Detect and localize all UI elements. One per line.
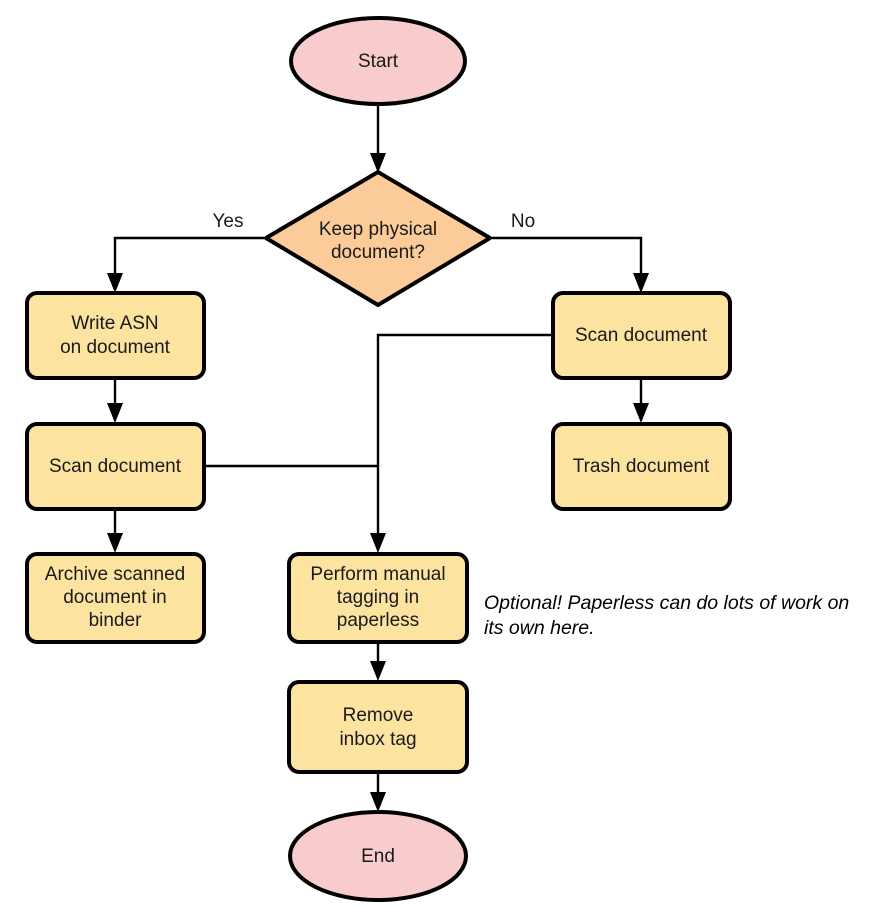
- decision-diamond[interactable]: [264, 170, 492, 307]
- node-trash-document-label: Trash document: [573, 456, 710, 477]
- edge-line: [492, 236, 643, 282]
- note-line2: its own here.: [484, 617, 595, 639]
- node-tagging-label-line1: Perform manual: [310, 564, 445, 585]
- node-start-label: Start: [358, 51, 399, 72]
- archive-box[interactable]: [25, 552, 206, 644]
- trash-document-box[interactable]: [551, 422, 732, 511]
- scan-document-left-box[interactable]: [25, 422, 206, 511]
- scan-document-right-box[interactable]: [551, 291, 732, 380]
- arrowhead: [107, 403, 123, 423]
- node-archive-label-line2: document in: [63, 587, 167, 608]
- node-scan-document-left[interactable]: Scan document: [25, 422, 206, 511]
- node-write-asn-label-line2: on document: [60, 337, 171, 358]
- node-remove-inbox-tag[interactable]: Remove inbox tag: [287, 680, 469, 774]
- end-ellipse[interactable]: [288, 810, 468, 902]
- edge-remove-inbox-to-end: [370, 772, 386, 812]
- remove-inbox-box[interactable]: [287, 680, 469, 774]
- edge-decision-yes-to-write-asn: [107, 236, 264, 293]
- node-write-asn-label-line1: Write ASN: [71, 313, 158, 334]
- arrowhead: [107, 533, 123, 553]
- node-remove-inbox-label-line2: inbox tag: [339, 729, 416, 750]
- note-optional-paperless: Optional! Paperless can do lots of work …: [484, 592, 849, 639]
- arrowhead: [633, 273, 649, 293]
- node-decision-keep-physical-document[interactable]: Keep physical document?: [264, 170, 492, 307]
- edge-decision-no-to-scan-right: [492, 236, 649, 293]
- node-scan-document-right[interactable]: Scan document: [551, 291, 732, 380]
- arrowhead: [370, 533, 386, 553]
- edge-scan-left-to-archive: [107, 510, 123, 553]
- edge-tagging-to-remove-inbox: [370, 641, 386, 681]
- edge-line: [113, 236, 264, 282]
- node-remove-inbox-label-line1: Remove: [343, 705, 414, 726]
- edge-line: [376, 333, 553, 542]
- edges-layer: Yes No: [107, 105, 649, 812]
- edge-scan-right-to-tagging: [370, 333, 553, 553]
- arrowhead: [633, 403, 649, 423]
- note-line1: Optional! Paperless can do lots of work …: [484, 592, 849, 614]
- node-decision-label-line2: document?: [331, 242, 425, 263]
- start-ellipse[interactable]: [289, 16, 467, 106]
- node-scan-document-right-label: Scan document: [575, 325, 708, 346]
- arrowhead: [370, 153, 386, 173]
- node-trash-document[interactable]: Trash document: [551, 422, 732, 511]
- edge-scan-right-to-trash: [633, 378, 649, 423]
- node-archive-label-line3: binder: [89, 610, 142, 631]
- edge-label-no: No: [511, 211, 535, 232]
- node-end[interactable]: End: [288, 810, 468, 902]
- arrowhead: [370, 661, 386, 681]
- node-tagging-label-line2: tagging in: [337, 587, 419, 608]
- node-archive-scanned-document[interactable]: Archive scanned document in binder: [25, 552, 206, 644]
- node-scan-document-left-label: Scan document: [49, 456, 182, 477]
- node-archive-label-line1: Archive scanned: [45, 564, 185, 585]
- node-decision-label-line1: Keep physical: [319, 219, 437, 240]
- tagging-box[interactable]: [287, 552, 469, 644]
- edge-start-to-decision: [370, 105, 386, 173]
- node-end-label: End: [361, 846, 395, 867]
- write-asn-box[interactable]: [25, 291, 206, 380]
- arrowhead: [107, 273, 123, 293]
- node-write-asn[interactable]: Write ASN on document: [25, 291, 206, 380]
- edge-label-yes: Yes: [213, 211, 244, 232]
- node-perform-manual-tagging[interactable]: Perform manual tagging in paperless: [287, 552, 469, 644]
- node-tagging-label-line3: paperless: [337, 610, 419, 631]
- arrowhead: [370, 792, 386, 812]
- edge-write-asn-to-scan-left: [107, 378, 123, 423]
- node-start[interactable]: Start: [289, 16, 467, 106]
